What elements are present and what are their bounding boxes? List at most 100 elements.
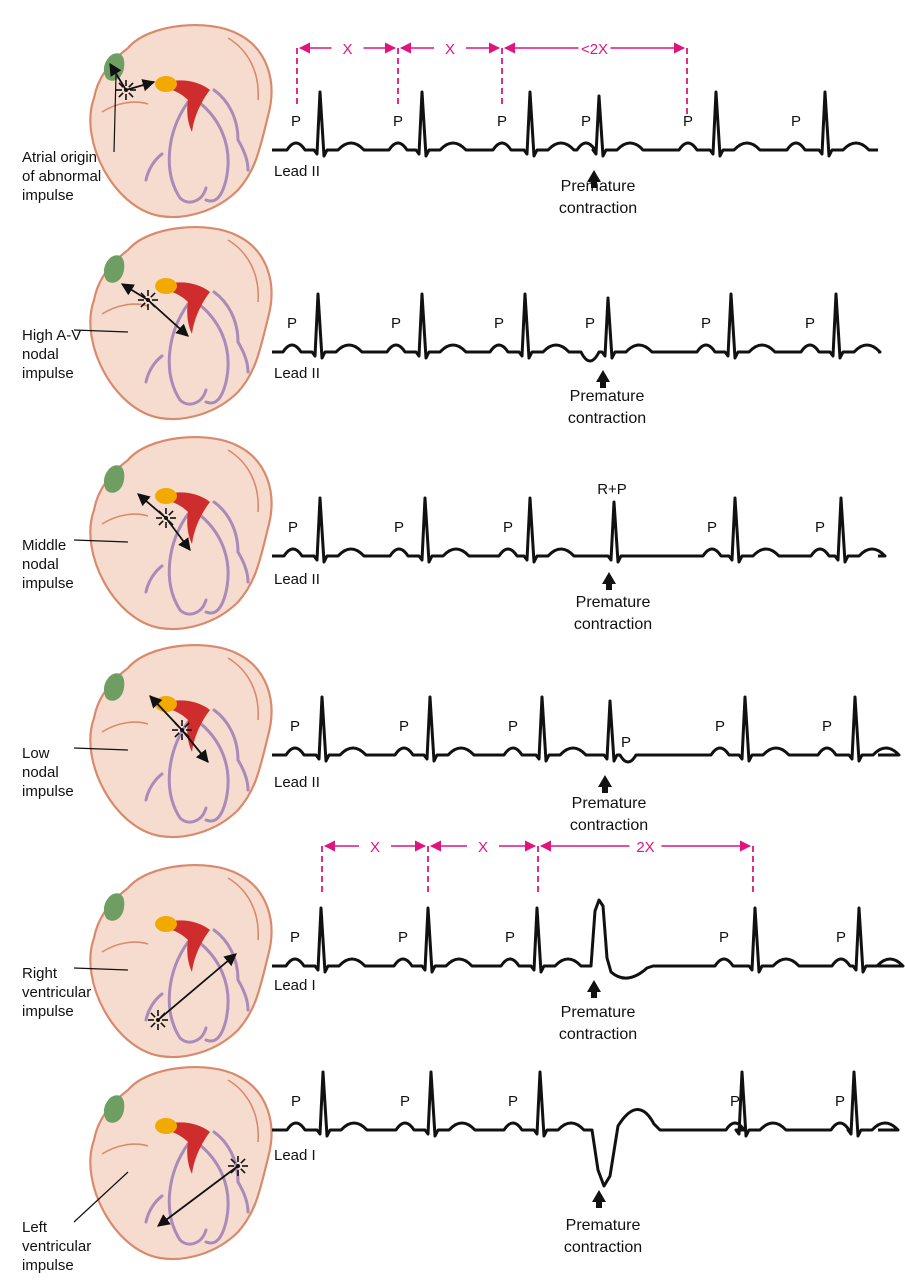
p-wave-label: P [835, 1093, 845, 1110]
purkinje-left [167, 1142, 208, 1246]
premature-arrow-icon [592, 1190, 606, 1208]
interval-label-bg [331, 39, 364, 57]
bundle-of-his [166, 920, 210, 972]
purkinje-branch [212, 708, 240, 762]
leader-line [73, 967, 129, 971]
premature-contraction-label: contraction [559, 1026, 637, 1043]
heart-fold [227, 657, 259, 721]
bundle-of-his [166, 282, 210, 334]
p-wave-label: P [719, 929, 729, 946]
purkinje-twig [236, 340, 250, 374]
p-wave-label: P [707, 519, 717, 536]
p-wave-label: P [400, 1093, 410, 1110]
purkinje-right [194, 300, 230, 405]
p-wave-label: P [621, 734, 631, 751]
bundle-of-his [166, 80, 210, 132]
premature-contraction-label: contraction [570, 817, 648, 834]
atrial-border [101, 1143, 149, 1155]
atrial-border [101, 721, 149, 733]
p-wave-label: P [398, 929, 408, 946]
conduction-arrow-icon [147, 299, 189, 337]
p-wave-label: P [394, 519, 404, 536]
premature-contraction-label: Premature [572, 795, 647, 812]
premature-arrow-icon [587, 980, 601, 998]
purkinje-twig [236, 1180, 250, 1214]
ecg-trace [272, 292, 882, 363]
interval-label-bg [578, 39, 611, 57]
heart-fold [227, 1079, 259, 1143]
purkinje-right [194, 510, 230, 615]
av-node [155, 488, 177, 504]
p-wave-label: P [683, 113, 693, 130]
premature-arrow-icon [598, 775, 612, 793]
purkinje-twig [236, 978, 250, 1012]
interval-label-bg [467, 837, 499, 855]
leader-line [73, 539, 129, 543]
p-wave-label: P [291, 1093, 301, 1110]
p-wave-label: P [391, 315, 401, 332]
premature-contraction-label: Premature [566, 1217, 641, 1234]
conduction-arrow-icon [125, 79, 156, 92]
purkinje-branch [212, 500, 240, 554]
p-wave-label: P [393, 113, 403, 130]
interval-label: X [445, 41, 455, 58]
purkinje-branch [212, 928, 240, 982]
premature-contraction-label: Premature [576, 594, 651, 611]
leader-line [73, 329, 129, 333]
purkinje-twig [236, 550, 250, 584]
purkinje-left [167, 720, 208, 824]
p-wave-label: P [805, 315, 815, 332]
heart-outline [89, 1066, 273, 1261]
conduction-arrow-icon [109, 62, 127, 91]
origin-label-line: ventricular [22, 984, 91, 1001]
premature-contraction-label: Premature [570, 388, 645, 405]
conduction-arrow-icon [149, 695, 183, 731]
premature-contraction-label: contraction [574, 616, 652, 633]
p-wave-label: P [581, 113, 591, 130]
p-wave-label: P [815, 519, 825, 536]
lead-label: Lead II [274, 365, 320, 382]
origin-label-line: impulse [22, 187, 74, 204]
origin-label-line: impulse [22, 1257, 74, 1274]
heart-fold [227, 449, 259, 513]
interval-label-bg [629, 837, 662, 855]
av-node [155, 1118, 177, 1134]
purkinje-twig [236, 758, 250, 792]
premature-contraction-label: contraction [564, 1239, 642, 1256]
ecg-trace [272, 898, 905, 980]
premature-arrow-icon [596, 370, 610, 388]
conduction-arrow-icon [156, 1165, 239, 1227]
origin-label-line: Right [22, 965, 58, 982]
heart-fold [227, 877, 259, 941]
conduction-arrow-icon [181, 729, 209, 763]
conduction-arrow-icon [137, 493, 167, 519]
interval-label-bg [434, 39, 466, 57]
sa-node [103, 893, 125, 921]
conduction-arrow-icon [165, 517, 191, 552]
interval-label: <2X [581, 41, 608, 58]
heart-illustration [89, 436, 273, 631]
p-wave-label: P [494, 315, 504, 332]
p-wave-label: P [290, 929, 300, 946]
heart-outline [89, 24, 273, 219]
origin-label-line: High A-V [22, 327, 81, 344]
purkinje-right [194, 938, 230, 1043]
purkinje-right [194, 718, 230, 823]
p-wave-label: P [497, 113, 507, 130]
leader-line [113, 74, 117, 153]
lead-label: Lead I [274, 1147, 316, 1164]
p-wave-label: P [730, 1093, 740, 1110]
interval-label-bg [359, 837, 391, 855]
ecg-trace [272, 496, 887, 564]
p-wave-label: P [508, 718, 518, 735]
p-wave-label: P [505, 929, 515, 946]
premature-contraction-label: contraction [568, 410, 646, 427]
